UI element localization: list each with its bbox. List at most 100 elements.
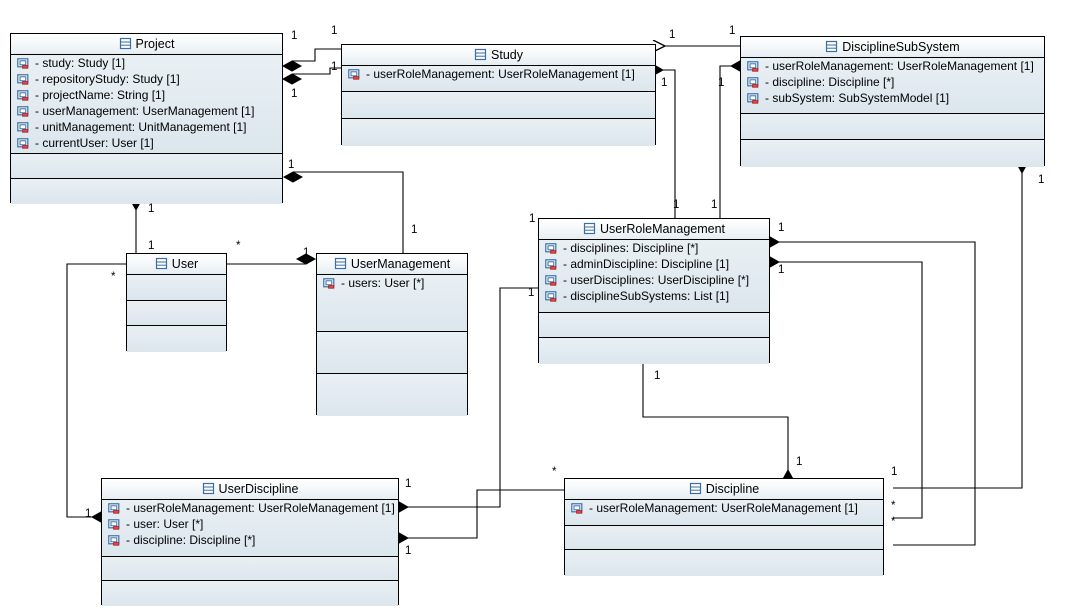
multiplicity-label: 1	[669, 29, 676, 41]
uml-class-user[interactable]: User	[126, 253, 227, 352]
attribute-row[interactable]: - userRoleManagement: UserRoleManagement…	[565, 500, 883, 516]
class-header-disciplineSubSystem: DisciplineSubSystem	[741, 37, 1044, 58]
edge-userdiscipline-discipline	[408, 489, 564, 539]
attribute-row[interactable]: - projectName: String [1]	[11, 87, 282, 103]
class-compartment: - userRoleManagement: UserRoleManagement…	[741, 58, 1044, 114]
attribute-icon	[348, 69, 360, 80]
class-compartment	[127, 301, 226, 326]
uml-class-userRoleManagement[interactable]: UserRoleManagement - disciplines: Discipl…	[538, 218, 770, 364]
attribute-text: - userDisciplines: UserDiscipline [*]	[563, 273, 750, 287]
multiplicity-label: *	[552, 466, 557, 478]
attribute-row[interactable]: - repositoryStudy: Study [1]	[11, 71, 282, 87]
attribute-text: - projectName: String [1]	[35, 88, 166, 102]
attribute-row[interactable]: - userRoleManagement: UserRoleManagement…	[342, 66, 655, 82]
uml-class-userDiscipline[interactable]: UserDiscipline - userRoleManagement: User…	[101, 478, 399, 606]
multiplicity-label: 1	[331, 61, 338, 73]
attribute-row[interactable]: - userDisciplines: UserDiscipline [*]	[539, 272, 769, 288]
edge-urm-discipline-top	[642, 364, 789, 470]
class-compartment	[317, 374, 467, 416]
attribute-row[interactable]: - disciplines: Discipline [*]	[539, 240, 769, 256]
multiplicity-label: *	[236, 240, 241, 252]
class-compartment	[342, 92, 655, 119]
class-compartment: - study: Study [1] - repositoryStudy: Stu…	[11, 55, 282, 154]
class-name: UserRoleManagement	[599, 222, 726, 236]
attribute-text: - userRoleManagement: UserRoleManagement…	[765, 59, 1034, 73]
class-header-user: User	[127, 254, 226, 275]
class-header-userRoleManagement: UserRoleManagement	[539, 219, 769, 240]
class-name: Discipline	[705, 482, 760, 496]
attribute-row[interactable]: - userManagement: UserManagement [1]	[11, 103, 282, 119]
attribute-row[interactable]: - user: User [*]	[102, 516, 398, 532]
multiplicity-label: 1	[288, 159, 295, 171]
attribute-text: - disciplineSubSystems: List [1]	[563, 289, 730, 303]
class-compartment	[11, 179, 282, 204]
class-name: UserDiscipline	[218, 482, 299, 496]
multiplicity-label: 1	[778, 222, 785, 234]
attribute-row[interactable]: - unitManagement: UnitManagement [1]	[11, 119, 282, 135]
class-compartment	[741, 114, 1044, 140]
uml-class-discipline[interactable]: Discipline - userRoleManagement: UserRole…	[564, 478, 884, 576]
attribute-row[interactable]: - discipline: Discipline [*]	[102, 532, 398, 548]
attribute-text: - subSystem: SubSystemModel [1]	[765, 91, 950, 105]
attribute-row[interactable]: - userRoleManagement: UserRoleManagement…	[102, 500, 398, 516]
attribute-text: - userRoleManagement: UserRoleManagement…	[589, 501, 858, 515]
multiplicity-label: 1	[291, 88, 298, 100]
attribute-icon	[108, 503, 120, 514]
attribute-icon	[17, 138, 29, 149]
class-compartment	[342, 119, 655, 146]
attribute-row[interactable]: - study: Study [1]	[11, 55, 282, 71]
attribute-text: - study: Study [1]	[35, 56, 126, 70]
attribute-icon	[747, 77, 759, 88]
class-compartment: - userRoleManagement: UserRoleManagement…	[342, 66, 655, 92]
attribute-row[interactable]: - currentUser: User [1]	[11, 135, 282, 151]
attribute-icon	[571, 503, 583, 514]
multiplicity-label: 1	[673, 199, 680, 211]
attribute-row[interactable]: - users: User [*]	[317, 275, 467, 291]
class-header-userManagement: UserManagement	[317, 254, 467, 275]
attribute-icon	[545, 259, 557, 270]
multiplicity-label: 1	[148, 240, 155, 252]
class-name: User	[171, 257, 199, 271]
attribute-text: - userManagement: UserManagement [1]	[35, 104, 255, 118]
multiplicity-label: 1	[411, 224, 418, 236]
class-icon	[474, 48, 487, 61]
attribute-text: - unitManagement: UnitManagement [1]	[35, 120, 247, 134]
uml-class-project[interactable]: Project- study: Study [1] - repositoryStu…	[10, 33, 283, 204]
uml-class-userManagement[interactable]: UserManagement- users: User [*]	[316, 253, 468, 416]
attribute-row[interactable]: - disciplineSubSystems: List [1]	[539, 288, 769, 304]
attribute-row[interactable]: - subSystem: SubSystemModel [1]	[741, 90, 1044, 106]
class-icon	[334, 257, 346, 270]
attribute-text: - discipline: Discipline [*]	[126, 533, 256, 547]
class-compartment	[127, 275, 226, 301]
class-compartment	[741, 140, 1044, 167]
multiplicity-label: 1	[148, 203, 155, 215]
multiplicity-label: 1	[796, 456, 803, 468]
attribute-text: - discipline: Discipline [*]	[765, 75, 895, 89]
class-compartment	[11, 154, 282, 179]
attribute-icon	[17, 106, 29, 117]
multiplicity-label: 1	[331, 25, 338, 37]
multiplicity-label: 1	[718, 77, 725, 89]
attribute-text: - userRoleManagement: UserRoleManagement…	[366, 67, 635, 81]
attribute-row[interactable]: - discipline: Discipline [*]	[741, 74, 1044, 90]
class-icon	[202, 482, 214, 495]
multiplicity-label: 1	[661, 77, 668, 89]
multiplicity-label: 1	[654, 370, 661, 382]
attribute-icon	[17, 90, 29, 101]
attribute-row[interactable]: - userRoleManagement: UserRoleManagement…	[741, 58, 1044, 74]
multiplicity-label: *	[891, 516, 896, 528]
attribute-row[interactable]: - adminDiscipline: Discipline [1]	[539, 256, 769, 272]
attribute-icon	[108, 535, 120, 546]
attribute-icon	[323, 278, 335, 289]
class-header-project: Project	[11, 34, 282, 55]
uml-class-disciplineSubSystem[interactable]: DisciplineSubSystem- userRoleManagement:…	[740, 36, 1045, 167]
edge-project-study-1	[292, 48, 341, 62]
multiplicity-label: 1	[405, 545, 412, 557]
attribute-text: - adminDiscipline: Discipline [1]	[563, 257, 730, 271]
attribute-text: - repositoryStudy: Study [1]	[35, 72, 180, 86]
multiplicity-label: 1	[85, 508, 92, 520]
multiplicity-label: 1	[778, 264, 785, 276]
uml-class-study[interactable]: Study- userRoleManagement: UserRoleManag…	[341, 44, 656, 146]
class-compartment: - userRoleManagement: UserRoleManagement…	[565, 500, 883, 526]
